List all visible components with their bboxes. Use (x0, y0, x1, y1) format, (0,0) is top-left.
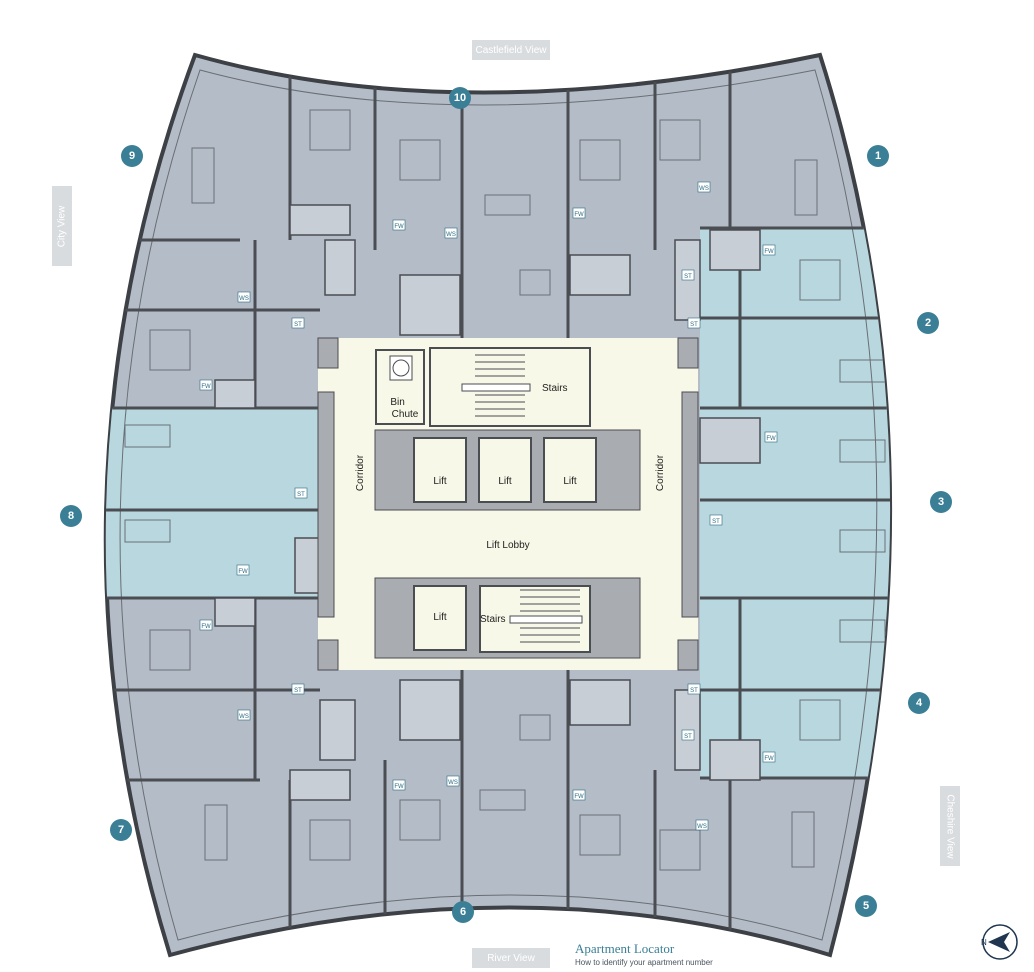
tag-fw: FW (764, 756, 774, 762)
view-label-west: City View (52, 186, 72, 266)
view-label-west-text: City View (56, 205, 68, 247)
legend-title: Apartment Locator (575, 941, 675, 956)
tag-st: ST (690, 322, 698, 328)
lift-label-3: Lift (563, 476, 577, 487)
view-label-south: River View (472, 948, 550, 968)
corridor-label-west: Corridor (355, 454, 366, 491)
lift-label-2: Lift (498, 476, 512, 487)
legend-subtitle: How to identify your apartment number (575, 958, 713, 967)
lift-lobby-label: Lift Lobby (486, 540, 529, 551)
tag-ws: WS (448, 780, 458, 786)
lift-label-4: Lift (433, 612, 447, 623)
stairs-label-lower: Stairs (480, 614, 506, 625)
tag-fw: FW (766, 436, 776, 442)
apartment-marker-1[interactable]: 1 (867, 145, 889, 167)
tag-st: ST (690, 688, 698, 694)
tag-st: ST (297, 492, 305, 498)
tag-st: ST (684, 274, 692, 280)
compass-letter: N (981, 938, 987, 947)
stairs-label-upper: Stairs (542, 383, 568, 394)
apartment-marker-9[interactable]: 9 (121, 145, 143, 167)
tag-ws: WS (239, 714, 249, 720)
stairs-lower (479, 585, 591, 653)
apartment-marker-7[interactable]: 7 (110, 819, 132, 841)
apartment-marker-6[interactable]: 6 (452, 901, 474, 923)
apartment-marker-10[interactable]: 10 (449, 87, 471, 109)
lift-label-1: Lift (433, 476, 447, 487)
tag-st: ST (712, 519, 720, 525)
view-label-east-text: Cheshire View (944, 793, 956, 859)
corridor-label-east: Corridor (655, 454, 666, 491)
tag-fw: FW (574, 794, 584, 800)
bin-chute-label: Bin Chute (390, 397, 418, 420)
tag-fw: FW (394, 784, 404, 790)
apartment-marker-2[interactable]: 2 (917, 312, 939, 334)
tag-fw: FW (201, 624, 211, 630)
view-label-north-text: Castlefield View (475, 44, 547, 56)
view-label-north: Castlefield View (472, 40, 550, 60)
lift-shafts (413, 437, 597, 651)
tag-fw: FW (574, 212, 584, 218)
tag-st: ST (294, 688, 302, 694)
stairs-upper (429, 347, 591, 427)
tag-ws: WS (697, 824, 707, 830)
apartment-marker-3[interactable]: 3 (930, 491, 952, 513)
tag-st: ST (684, 734, 692, 740)
tag-fw: FW (238, 569, 248, 575)
view-label-east: Cheshire View (940, 786, 960, 866)
view-label-south-text: River View (487, 952, 535, 964)
apartment-marker-8[interactable]: 8 (60, 505, 82, 527)
partition-walls (105, 60, 891, 955)
compass-icon: N (981, 924, 1018, 960)
tag-ws: WS (446, 232, 456, 238)
fixture-tags: FW FW FW FW FW FW FW FW FW FW WS WS WS W… (199, 181, 778, 831)
tag-fw: FW (394, 224, 404, 230)
tag-fw: FW (201, 384, 211, 390)
apartment-8-area[interactable] (80, 408, 320, 598)
tag-st: ST (294, 322, 302, 328)
apartment-marker-4[interactable]: 4 (908, 692, 930, 714)
furniture (124, 109, 886, 871)
tag-fw: FW (764, 249, 774, 255)
tag-ws: WS (699, 186, 709, 192)
tag-ws: WS (239, 296, 249, 302)
bin-chute-room (375, 349, 425, 425)
apartment-marker-5[interactable]: 5 (855, 895, 877, 917)
